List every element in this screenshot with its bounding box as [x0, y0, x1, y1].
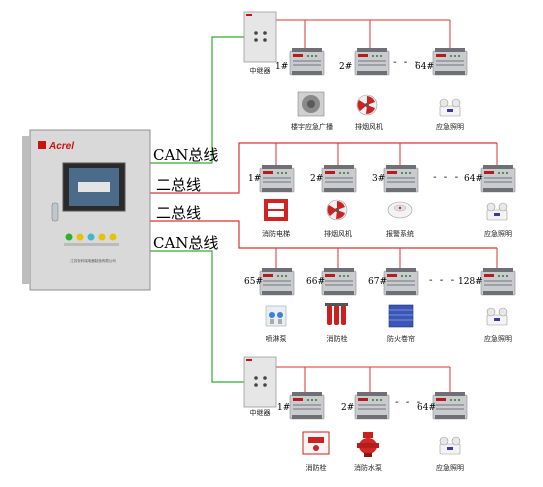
io-module-icon [321, 164, 357, 193]
device-label: 消防电梯 [262, 229, 290, 238]
module-number: 1# [275, 62, 288, 72]
indicator-light-yellow-1 [76, 233, 84, 241]
two-bus-2-line [150, 220, 497, 249]
io-module-icon [354, 47, 390, 76]
ellipsis: - - - [393, 57, 420, 68]
bus-label-can-top: CAN总线 [153, 146, 218, 164]
bus-label-can-bottom: CAN总线 [153, 234, 218, 252]
device-label: 排烟风机 [355, 122, 383, 131]
controller-cabinet: Acrel 江苏安科瑞电器制造有限公司 [22, 129, 151, 291]
device-label: 报警系统 [386, 229, 414, 238]
device-label: 喷淋泵 [266, 334, 287, 343]
controller-footer-text: 江苏安科瑞电器制造有限公司 [70, 258, 116, 263]
bus-label-two-1: 二总线 [156, 176, 201, 194]
water-pump-icon [357, 432, 379, 457]
ellipsis: - - - [429, 275, 456, 286]
brand-logo-text: Acrel [48, 141, 74, 152]
relay-box-icon [243, 11, 277, 63]
indicator-light-yellow-3 [109, 233, 117, 241]
module-number: 66# [306, 277, 325, 287]
smoke-detector-icon [387, 201, 413, 219]
relay-label-bottom: 中继器 [250, 408, 271, 417]
device-label: 消防栓 [327, 334, 348, 343]
module-number: 64# [464, 174, 483, 184]
brand-logo-icon [38, 141, 46, 149]
bus-label-two-2: 二总线 [156, 204, 201, 222]
can-bus-bottom-line [150, 250, 244, 383]
io-module-icon [432, 47, 468, 76]
io-module-icon [321, 267, 357, 296]
indicator-light-yellow-2 [98, 233, 106, 241]
module-number: 64# [415, 62, 434, 72]
module-number: 128# [458, 277, 483, 287]
elevator-sign-icon [264, 199, 288, 221]
module-number: 67# [368, 277, 387, 287]
io-module-icon [289, 47, 325, 76]
emergency-light-icon [486, 307, 508, 326]
module-number: 1# [248, 174, 261, 184]
module-number: 65# [244, 277, 263, 287]
io-module-icon [480, 164, 516, 193]
module-number: 2# [341, 403, 354, 413]
relay-box-icon [243, 356, 277, 408]
io-module-icon [383, 267, 419, 296]
device-label: 消防水泵 [354, 463, 382, 472]
module-number: 64# [417, 403, 436, 413]
module-number: 3# [372, 174, 385, 184]
io-module-icon [432, 391, 468, 420]
device-label: 应急照明 [436, 122, 464, 131]
io-module-icon [383, 164, 419, 193]
io-module-icon [259, 164, 295, 193]
device-label: 应急照明 [484, 229, 512, 238]
two-bus-1-line [150, 142, 497, 194]
device-label: 排烟风机 [324, 229, 352, 238]
emergency-light-icon [439, 436, 461, 455]
device-label: 楼宇应急广播 [291, 122, 333, 131]
module-number: 2# [339, 62, 352, 72]
ellipsis: - - - [395, 397, 422, 408]
module-number: 2# [310, 174, 323, 184]
device-label: 消防栓 [306, 463, 327, 472]
fan-icon [356, 94, 378, 116]
fan-icon [326, 199, 348, 221]
sprinkler-icon [265, 305, 287, 327]
can-bus-top-line [150, 36, 244, 164]
device-label: 防火卷帘 [387, 334, 415, 343]
emergency-light-icon [486, 202, 508, 221]
shutter-icon [388, 304, 414, 328]
relay-label-top: 中继器 [250, 66, 271, 75]
device-label: 应急照明 [436, 463, 464, 472]
io-module-icon [259, 267, 295, 296]
speaker-icon [297, 91, 325, 117]
device-label: 应急照明 [484, 334, 512, 343]
indicator-light-cyan [87, 233, 95, 241]
ellipsis: - - - [433, 172, 460, 183]
indicator-light-green [65, 233, 73, 241]
module-number: 1# [277, 403, 290, 413]
io-module-icon [480, 267, 516, 296]
emergency-light-icon [439, 98, 461, 117]
io-module-icon [289, 391, 325, 420]
fire-extinguisher-icon [325, 303, 348, 325]
key-slot-icon [51, 202, 59, 222]
io-module-icon [354, 391, 390, 420]
hydrant-box-icon [302, 431, 330, 455]
